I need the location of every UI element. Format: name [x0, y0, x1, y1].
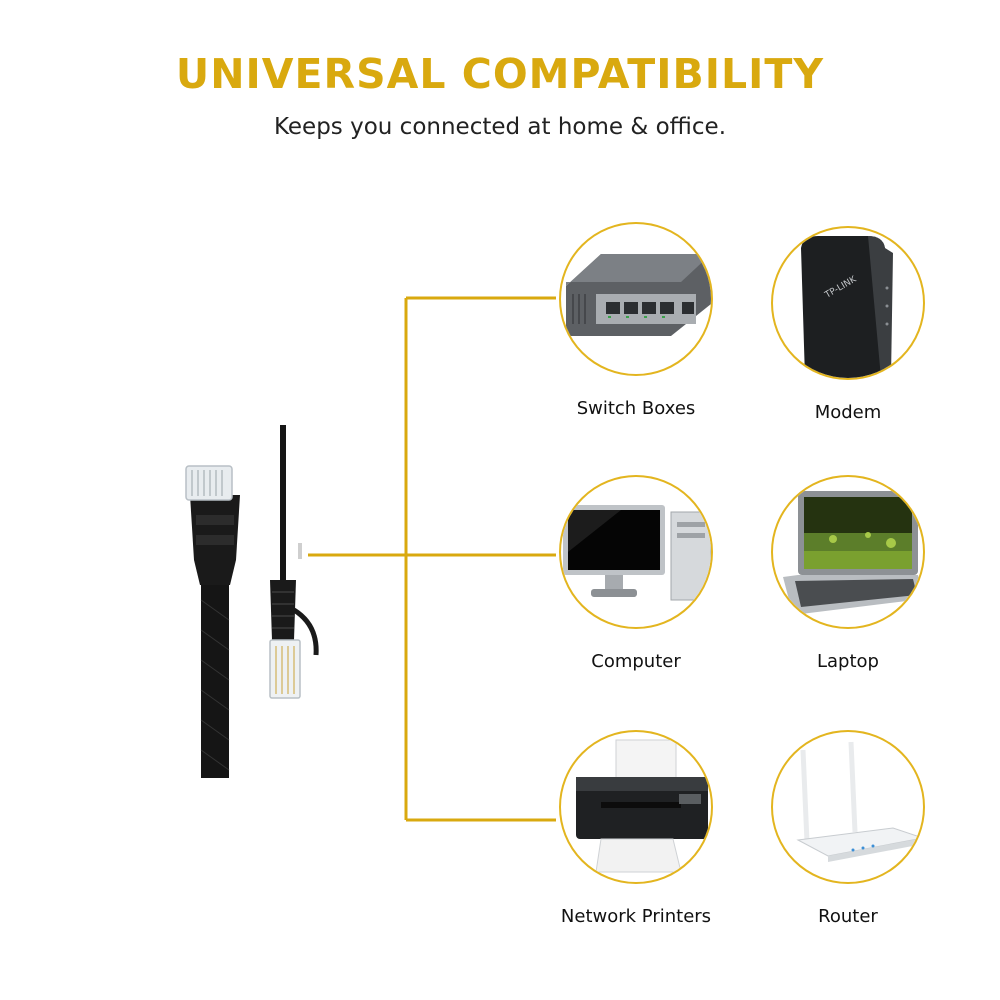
computer-icon [559, 475, 713, 629]
device-label: Network Printers [560, 906, 712, 927]
device-laptop: Laptop [768, 475, 928, 672]
switch-box-icon [559, 222, 713, 376]
device-label: Router [818, 906, 878, 927]
router-icon [771, 730, 925, 884]
device-label: Laptop [817, 651, 879, 672]
modem-icon: TP-LINK [771, 226, 925, 380]
device-label: Computer [591, 651, 681, 672]
page-title: UNIVERSAL COMPATIBILITY [175, 50, 825, 98]
device-label: Switch Boxes [576, 398, 696, 419]
laptop-icon [771, 475, 925, 629]
device-router: Router [768, 730, 928, 927]
flat-cable-icon [269, 425, 319, 699]
page-subtitle: Keeps you connected at home & office. [273, 114, 727, 140]
device-modem: TP-LINK Modem [768, 226, 928, 423]
printer-icon [559, 730, 713, 884]
connector-lines [308, 296, 556, 822]
ethernet-cable-icon [185, 465, 240, 778]
device-network-printers: Network Printers [556, 730, 716, 927]
device-switch-boxes: Switch Boxes [556, 222, 716, 419]
device-label: Modem [814, 402, 882, 423]
device-computer: Computer [556, 475, 716, 672]
